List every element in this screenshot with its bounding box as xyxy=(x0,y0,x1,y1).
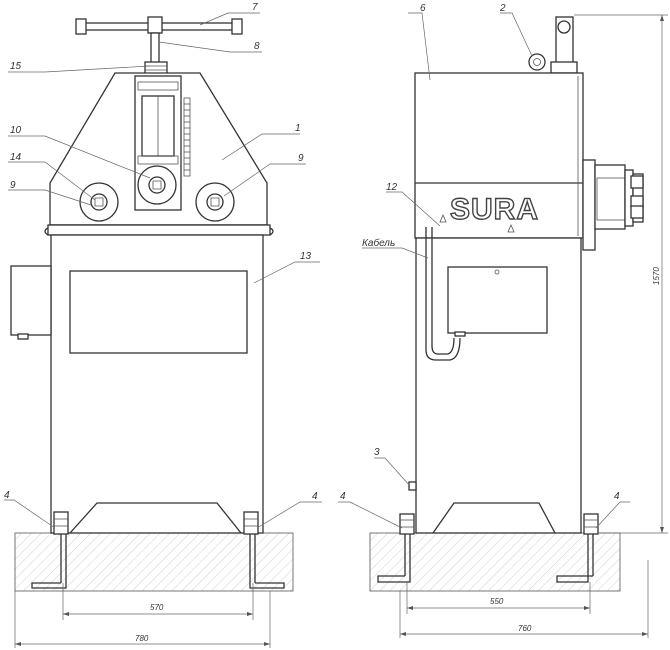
dim-front-anchor-spacing: 570 xyxy=(150,603,164,612)
dim-side-anchor-spacing: 550 xyxy=(490,597,504,606)
callout-7: 7 xyxy=(252,2,258,13)
side-leaders xyxy=(338,12,630,529)
side-anchor-bolt-right xyxy=(556,513,599,583)
side-upper-housing xyxy=(414,72,584,239)
front-access-panel xyxy=(69,270,248,354)
dim-overall-height: 1570 xyxy=(652,267,661,285)
front-left-roller xyxy=(79,182,119,222)
front-foundation xyxy=(14,532,294,592)
front-top-roller xyxy=(137,165,177,205)
callout-4-side-right: 4 xyxy=(614,491,620,502)
dim-side-overall-width: 760 xyxy=(518,624,532,633)
cable xyxy=(425,227,461,361)
side-anchor-bolt-left xyxy=(377,513,415,583)
callout-9-left: 9 xyxy=(10,180,16,191)
side-view xyxy=(338,12,668,638)
dim-front-overall-width: 780 xyxy=(135,634,149,643)
front-dimensions xyxy=(14,583,271,648)
side-foundation xyxy=(369,532,621,592)
callout-9-right: 9 xyxy=(298,153,304,164)
front-side-box xyxy=(10,265,52,336)
front-anchor-bolt-left xyxy=(31,511,69,589)
callout-15: 15 xyxy=(10,61,22,72)
side-handle xyxy=(528,16,578,74)
side-dimensions xyxy=(399,14,668,638)
callout-4-side-left: 4 xyxy=(340,491,346,502)
brand-logo-text: SURA xyxy=(450,193,539,226)
front-view xyxy=(4,12,322,648)
side-control-box xyxy=(447,266,548,334)
callout-4-front-right: 4 xyxy=(312,491,318,502)
callout-13: 13 xyxy=(300,251,312,262)
callout-14: 14 xyxy=(10,152,22,163)
callout-cable: Кабель xyxy=(362,237,395,249)
callout-6: 6 xyxy=(420,3,426,14)
callout-8: 8 xyxy=(254,41,260,52)
callout-12: 12 xyxy=(386,182,398,193)
front-right-roller xyxy=(195,182,235,222)
callout-3: 3 xyxy=(374,447,380,458)
callout-10: 10 xyxy=(10,125,22,136)
callout-2: 2 xyxy=(499,3,506,14)
side-drive-unit xyxy=(582,159,644,251)
front-leaders xyxy=(4,12,322,529)
front-t-handle xyxy=(75,16,243,75)
callout-4-front-left: 4 xyxy=(4,490,10,501)
callout-1: 1 xyxy=(295,123,301,134)
front-anchor-bolt-right xyxy=(243,511,285,589)
